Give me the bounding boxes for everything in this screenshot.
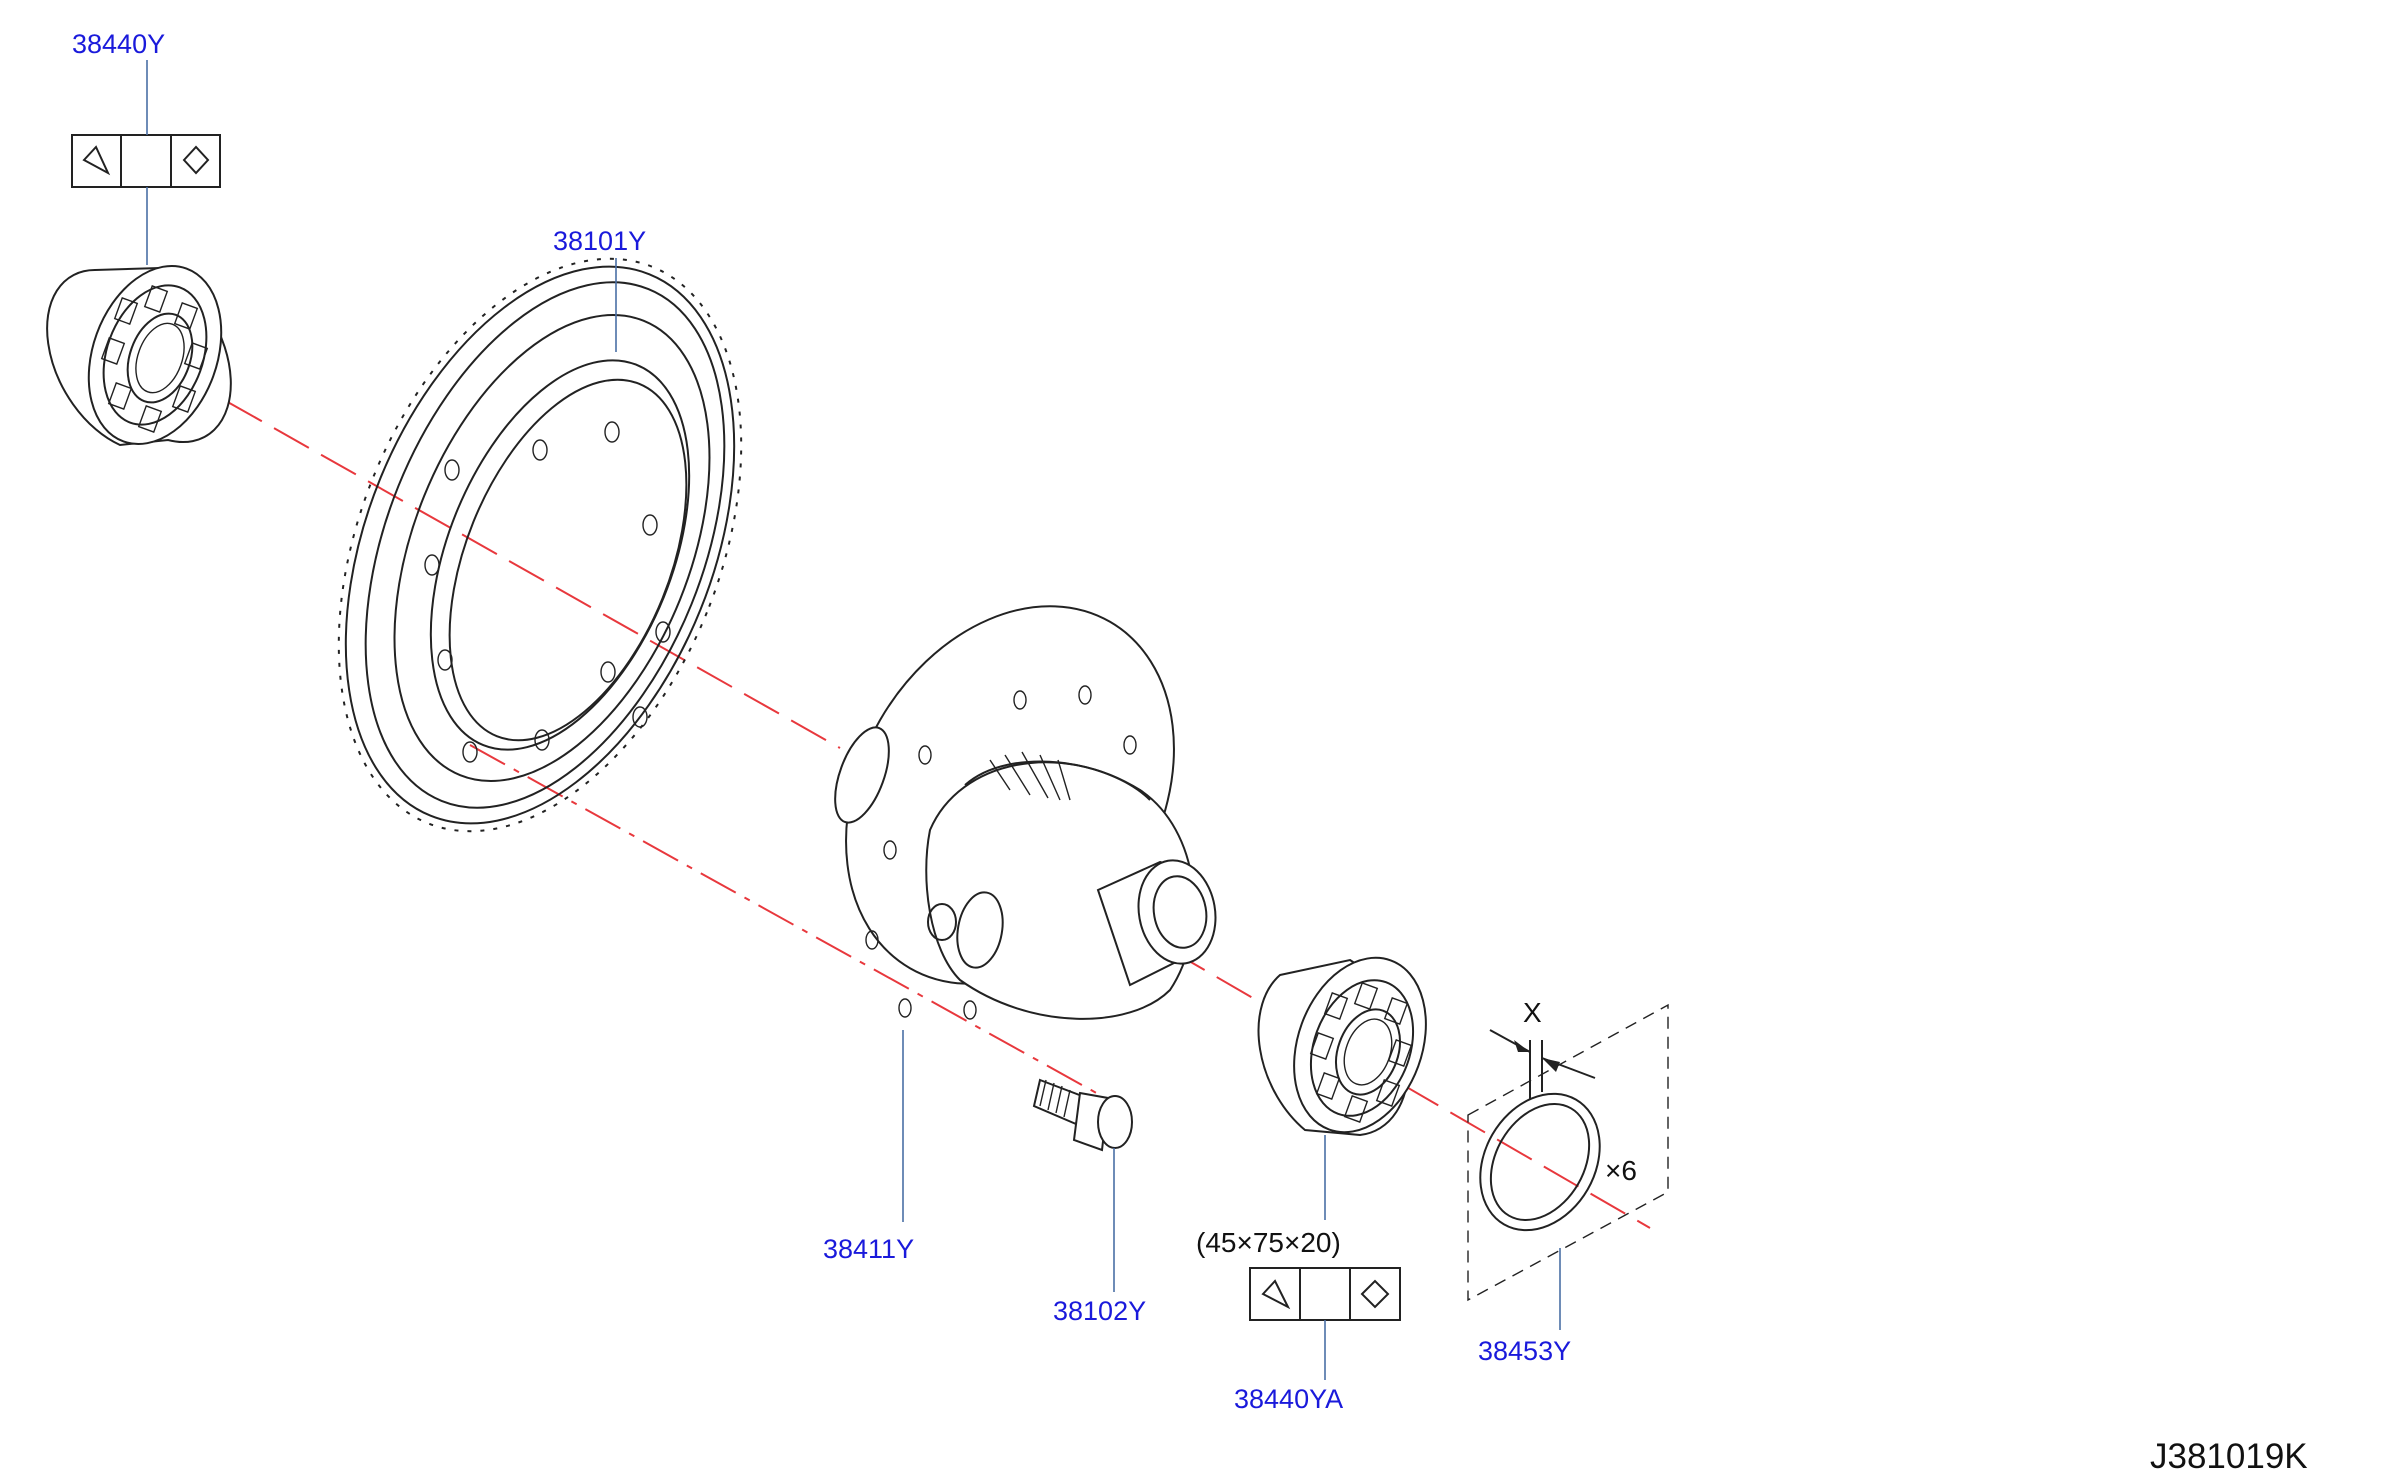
diagram-code: J381019K xyxy=(2150,1437,2308,1476)
part-label-shim[interactable]: 38453Y xyxy=(1478,1336,1571,1366)
bearing-left[interactable] xyxy=(46,247,245,462)
part-label-diff-case[interactable]: 38411Y xyxy=(823,1234,914,1264)
bearing-symbol-box-right xyxy=(1249,1267,1401,1321)
bearing-wedge-icon xyxy=(182,145,210,175)
part-label-ring-gear[interactable]: 38101Y xyxy=(553,226,646,256)
part-label-bearing-right[interactable]: 38440YA xyxy=(1234,1384,1343,1414)
part-label-bearing-left[interactable]: 38440Y xyxy=(72,29,165,59)
center-axis-lines xyxy=(179,374,1651,1229)
bearing-wedge-icon xyxy=(82,145,111,176)
bearing-symbol-box-left xyxy=(71,134,221,188)
bearing-size-note: (45×75×20) xyxy=(1196,1227,1341,1258)
bolt[interactable] xyxy=(1032,1078,1133,1152)
dimension-x-label: X xyxy=(1523,997,1542,1028)
ring-gear[interactable] xyxy=(261,199,820,890)
thickness-dimension xyxy=(1489,1029,1596,1100)
bearing-right[interactable] xyxy=(1257,939,1450,1151)
bearing-wedge-icon xyxy=(1261,1279,1291,1310)
differential-case[interactable] xyxy=(780,547,1240,1043)
shim[interactable] xyxy=(1456,1003,1669,1302)
part-label-bolt[interactable]: 38102Y xyxy=(1053,1296,1146,1326)
quantity-note: ×6 xyxy=(1605,1155,1637,1186)
bearing-wedge-icon xyxy=(1360,1279,1390,1309)
